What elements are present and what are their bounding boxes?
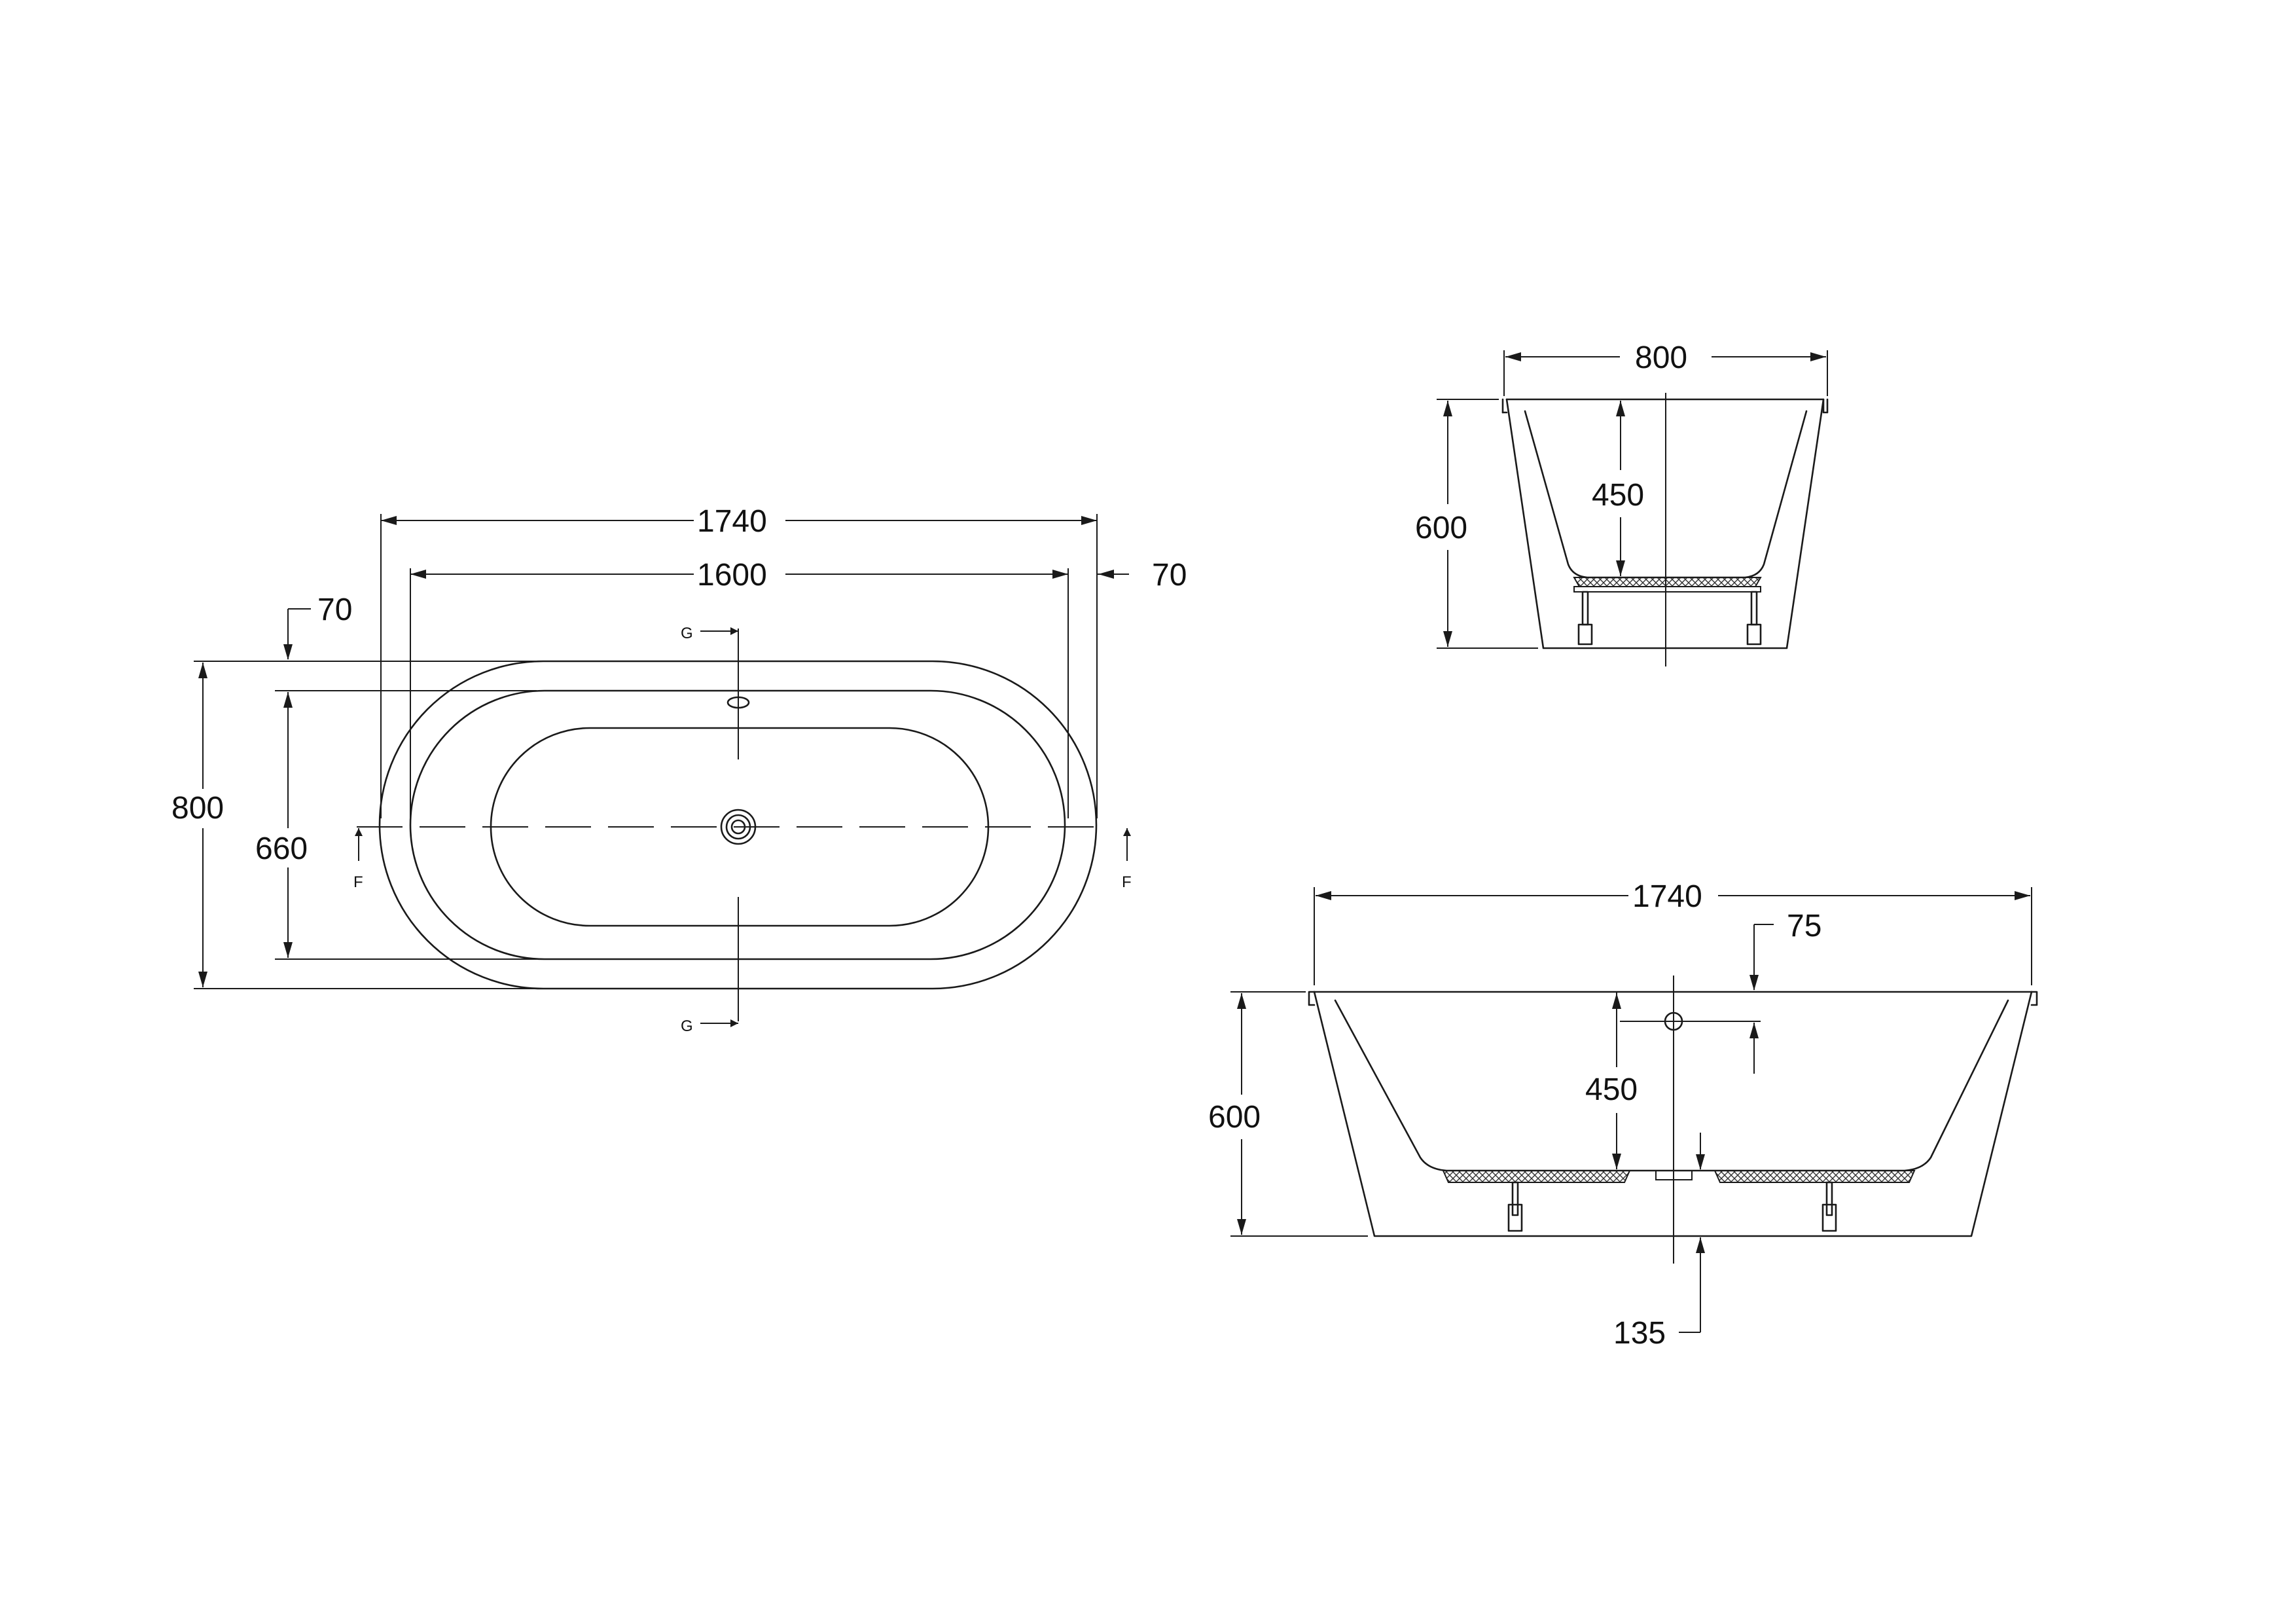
dim-rim-top: 70 [283, 593, 352, 660]
side-dim-height: 600 [1208, 991, 1368, 1237]
dim-600-side: 600 [1208, 1100, 1261, 1135]
dim-660: 660 [255, 831, 308, 866]
dim-inner-width: 660 [255, 692, 308, 958]
dim-overall-width: 800 [171, 663, 224, 987]
end-dim-depth: 450 [1592, 401, 1644, 576]
dim-70-top: 70 [317, 593, 352, 627]
side-feet [1507, 1181, 1837, 1232]
section-marker-f-right: F [1122, 828, 1132, 891]
end-feet [1573, 586, 1762, 646]
dim-800-end: 800 [1635, 340, 1687, 375]
side-dim-length: 1740 [1314, 879, 2032, 985]
section-label-f-right: F [1122, 873, 1132, 891]
dim-75: 75 [1787, 909, 1821, 943]
section-label-g-top: G [681, 625, 693, 642]
dim-800-top: 800 [171, 791, 224, 826]
end-section-view: 800 600 450 [1415, 340, 1829, 666]
section-marker-g-top: G [681, 625, 738, 642]
dim-1740-top: 1740 [697, 504, 767, 539]
overflow-icon [726, 696, 750, 709]
dim-450-side: 450 [1585, 1072, 1638, 1107]
side-dim-overflow: 75 [1620, 909, 1821, 1074]
dim-1600: 1600 [697, 558, 767, 593]
top-view: G G F F 1 [171, 504, 1187, 1035]
side-section-view: 1740 75 600 450 [1208, 879, 2038, 1351]
section-label-f-left: F [353, 873, 363, 891]
end-dim-height: 600 [1415, 399, 1538, 649]
dim-135: 135 [1613, 1316, 1666, 1351]
section-marker-f-left: F [353, 828, 363, 891]
side-dim-depth: 450 [1585, 992, 1638, 1169]
section-marker-g-bottom: G [681, 1017, 738, 1035]
end-dim-width: 800 [1503, 340, 1828, 396]
dim-600-end: 600 [1415, 511, 1467, 545]
side-dim-drain: 135 [1613, 1133, 1705, 1351]
dim-overall-length: 1740 [381, 504, 1097, 539]
section-label-g-bottom: G [681, 1017, 693, 1035]
dim-inner-length: 1600 [410, 558, 1068, 593]
side-inner-basin [1334, 999, 2009, 1172]
dim-450-end: 450 [1592, 478, 1644, 513]
dim-1740-side: 1740 [1632, 879, 1702, 914]
dim-70-right: 70 [1152, 558, 1187, 593]
drain-icon [720, 809, 757, 845]
dim-rim-right: 70 [1097, 558, 1187, 593]
